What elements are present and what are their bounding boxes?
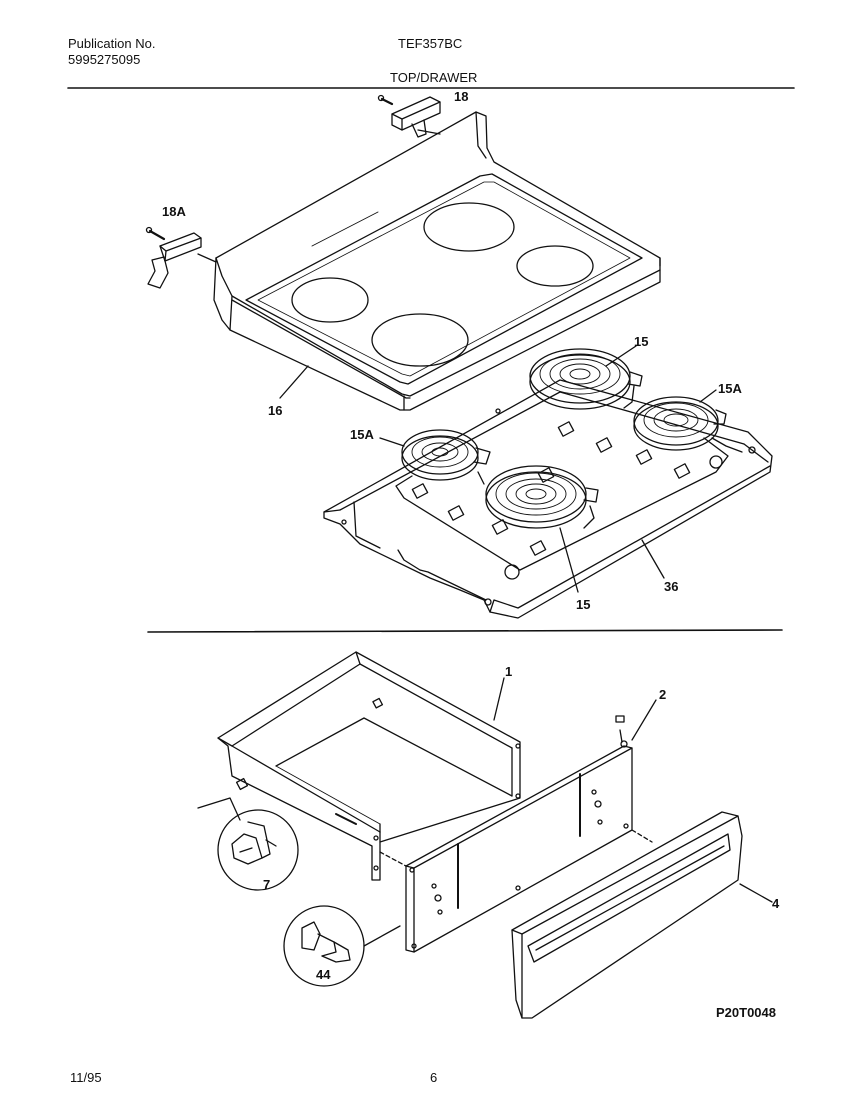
section-title: TOP/DRAWER	[390, 70, 478, 85]
cooktop-16	[213, 111, 661, 411]
leader-16	[279, 365, 309, 399]
detail-bubble-44	[283, 905, 401, 987]
hinge-bracket-18A	[145, 226, 202, 289]
drawer-panel-2	[405, 740, 633, 953]
callout-15A-left: 15A	[350, 427, 374, 442]
publication-label: Publication No.	[68, 36, 156, 51]
publication-number: 5995275095	[68, 52, 141, 67]
coil-element-15-back	[529, 348, 643, 410]
page-number: 6	[430, 1070, 438, 1085]
drawer-body-1	[217, 651, 521, 881]
coil-element-15-front	[485, 465, 599, 529]
element-tray-36	[323, 379, 773, 619]
guide-line-a	[379, 851, 407, 867]
model-number: TEF357BC	[398, 36, 463, 51]
drawer-front-4	[511, 811, 743, 1019]
hinge-bracket-18	[377, 94, 441, 138]
callout-18A: 18A	[162, 204, 186, 219]
leader-2	[631, 699, 657, 741]
leader-18	[417, 129, 441, 135]
callout-16: 16	[268, 403, 283, 418]
footer-date: 11/95	[70, 1070, 102, 1085]
section-divider	[147, 629, 783, 633]
leader-18A	[197, 253, 217, 263]
callout-1: 1	[505, 664, 513, 679]
callout-18: 18	[454, 89, 469, 104]
leader-15-bottom	[559, 527, 579, 593]
leader-1	[493, 677, 505, 721]
callout-44: 44	[316, 967, 331, 982]
callout-15A-right: 15A	[718, 381, 742, 396]
coil-element-15A-right	[633, 396, 743, 453]
leader-15A-right	[699, 389, 717, 403]
callout-15-top: 15	[634, 334, 649, 349]
drawing-code: P20T0048	[716, 1005, 776, 1020]
leader-15-top	[605, 345, 637, 367]
callout-7: 7	[263, 877, 271, 892]
detail-bubble-7	[197, 797, 299, 891]
callout-2: 2	[659, 687, 667, 702]
coil-element-15A-left	[401, 429, 491, 485]
leader-15A-left	[379, 437, 405, 447]
leader-4	[739, 883, 773, 903]
panel-screw	[615, 715, 625, 743]
guide-line-b	[631, 829, 653, 843]
callout-4: 4	[772, 896, 780, 911]
callout-36: 36	[664, 579, 679, 594]
callout-15-bottom: 15	[576, 597, 591, 612]
leader-36	[641, 539, 665, 579]
